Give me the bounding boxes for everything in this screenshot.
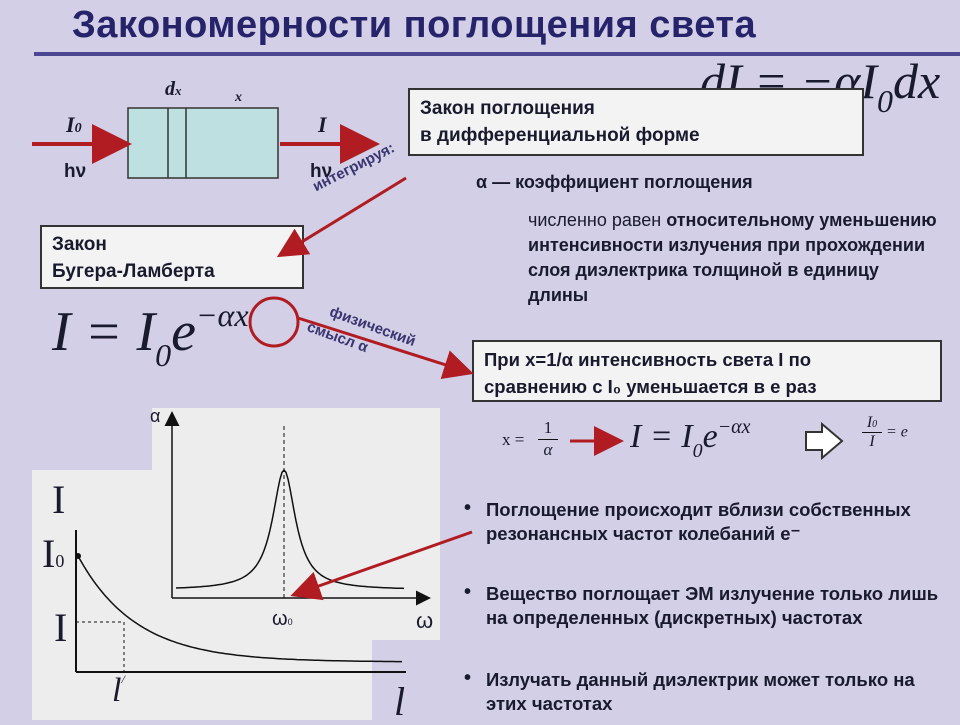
bouguer-lambert-box: Закон Бугера-Ламберта [40, 225, 304, 289]
bouguer-law-line2: Бугера-Ламберта [52, 261, 215, 282]
page-title: Закономерности поглощения света [72, 4, 757, 46]
ratio-denominator: I [869, 433, 875, 450]
resonance-curve [175, 468, 405, 590]
bullet-discrete-absorption: Вещество поглощает ЭМ излучение только л… [464, 580, 946, 630]
resonance-xlabel: ω [416, 608, 434, 633]
resonance-peak-label: ω0 [272, 608, 293, 630]
x-equals-label: x = [502, 430, 525, 449]
exponent-highlight-circle [248, 296, 300, 348]
attenuation-note-box: При x=1/α интенсивность света I по сравн… [472, 340, 942, 402]
differential-law-box: Закон поглощения в дифференциальной форм… [408, 88, 864, 156]
physical-meaning-arrow [297, 316, 474, 380]
alpha-description-bold: относительному уменьшению интенсивности … [528, 210, 937, 305]
title-underline [34, 52, 960, 56]
decay-xlabel: l [394, 679, 406, 724]
fraction-bar [538, 439, 558, 440]
note-line2: сравнению с I₀ уменьшается в e раз [484, 376, 817, 397]
transmitted-hv-label: hν [310, 161, 333, 182]
resonance-ylabel: α [150, 406, 161, 426]
alpha-definition: α — коэффициент поглощения [476, 172, 753, 192]
dielectric-slab [127, 107, 279, 179]
incident-hv-label: hν [64, 161, 87, 182]
ratio-bar [862, 432, 882, 433]
decay-I0-label: I0 [42, 531, 65, 576]
differential-law-line2: в дифференциальной форме [420, 125, 700, 146]
ratio-rhs: = e [886, 423, 908, 441]
fraction-one-over-alpha: 1 α [538, 418, 558, 460]
implication-arrow [805, 421, 844, 461]
slab-x-label: x [235, 90, 242, 105]
bullet-emission: Излучать данный диэлектрик может только … [464, 666, 946, 716]
fraction-numerator: 1 [543, 418, 553, 437]
resonance-pointer-arrow [290, 530, 473, 601]
decay-start-point [75, 553, 81, 559]
decay-lprime-label: l/ [112, 672, 125, 709]
bouguer-lambert-formula: I = I0e−αx [52, 297, 249, 373]
note-line1: При x=1/α интенсивность света I по [484, 349, 812, 370]
alpha-description: численно равен относительному уменьшению… [528, 208, 938, 308]
decay-curve [77, 555, 402, 663]
small-formula: I = I0e−αx [630, 416, 751, 462]
transmitted-intensity-label: I [318, 112, 327, 137]
alpha-description-plain: численно равен [528, 210, 667, 230]
fraction-denominator: α [543, 440, 553, 459]
decay-ylabel: I [52, 477, 66, 522]
differential-law-line1: Закон поглощения [420, 98, 595, 119]
ratio-numerator: I0 [866, 414, 878, 431]
incident-intensity-label: I0 [66, 112, 82, 137]
integrating-arrow [276, 176, 407, 258]
slab-dx-label: dx [165, 78, 182, 100]
ratio-equation: I0 I = e [862, 414, 908, 451]
decay-I-label: I [54, 605, 68, 650]
bouguer-law-line1: Закон [52, 234, 107, 255]
bullet-resonance: Поглощение происходит вблизи собственных… [464, 496, 946, 546]
